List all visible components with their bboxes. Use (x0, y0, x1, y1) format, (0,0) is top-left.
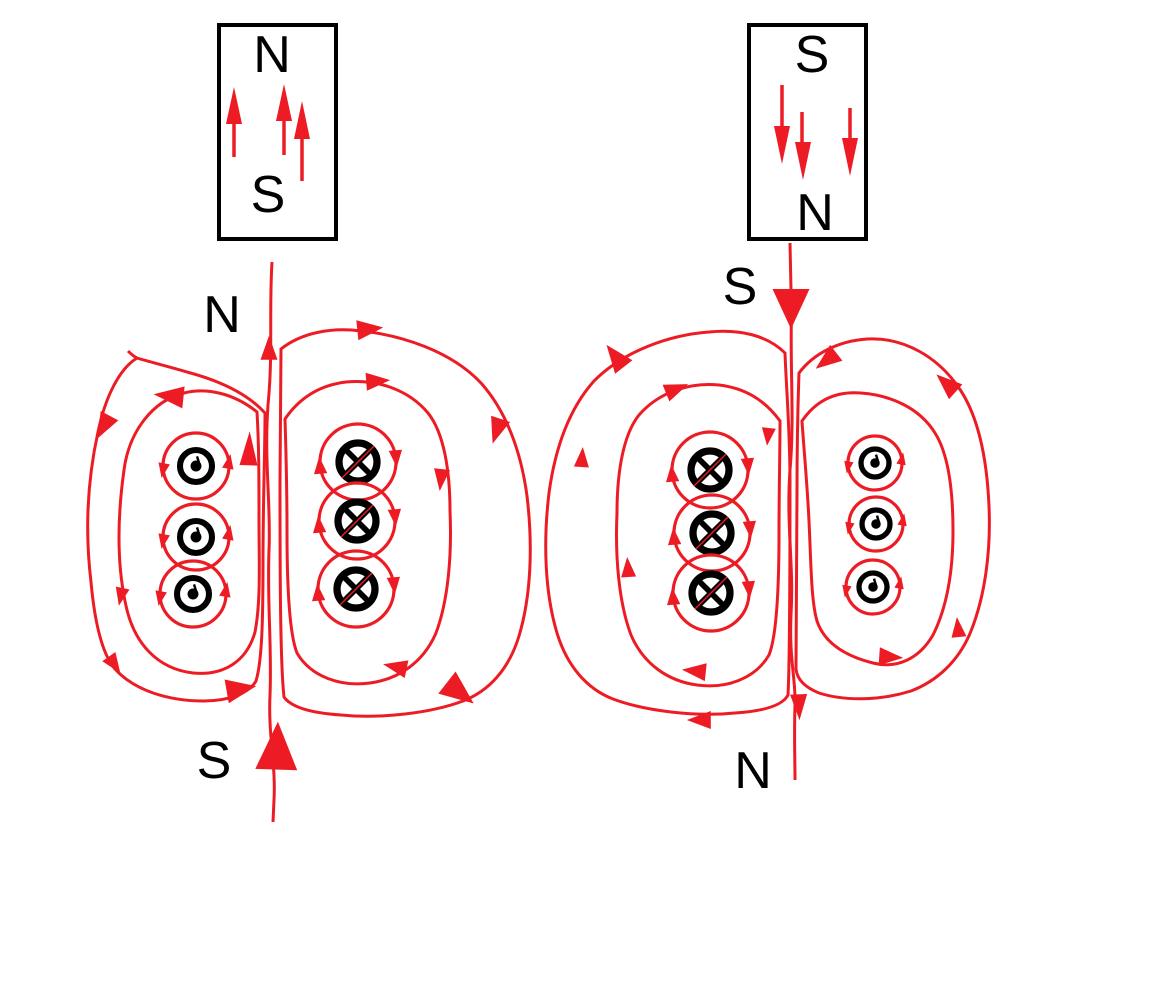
magnet-pole-label-top: N (253, 26, 291, 84)
field-arrowhead (491, 415, 511, 444)
field-arrowhead (222, 454, 234, 470)
axis-field-line (787, 242, 797, 781)
field-arrowhead (741, 580, 755, 599)
field-arrowhead (387, 508, 401, 527)
field-arrowhead (102, 652, 121, 673)
field-arrowhead (681, 663, 707, 682)
field-arrowhead (388, 449, 402, 468)
field-arrowhead (815, 344, 843, 369)
field-arrowhead (312, 583, 326, 602)
inner-left-field-loop (615, 382, 782, 688)
field-arrowhead (894, 576, 904, 590)
field-arrowhead (158, 462, 170, 478)
field-arrowhead (356, 320, 384, 341)
outer-right-field-loop (278, 328, 532, 718)
field-arrowhead (260, 335, 278, 360)
field-arrowhead (790, 694, 808, 721)
field-arrowheads (97, 320, 511, 771)
right-bar-magnet: S N (747, 23, 868, 242)
field-arrowhead (222, 525, 234, 541)
field-arrowhead (219, 582, 231, 598)
inner-right-field-loop (800, 391, 955, 667)
field-arrowhead (896, 452, 906, 466)
field-arrowhead (434, 468, 450, 491)
current-into-page-icon (318, 422, 398, 502)
current-out-of-page-icon (847, 495, 905, 553)
outer-right-field-loop (794, 337, 991, 701)
field-arrowhead (314, 456, 328, 475)
field-arrowheads (573, 289, 967, 729)
current-into-page-icon (317, 481, 397, 561)
field-arrowhead (438, 671, 474, 704)
current-out-of-page-icon (161, 431, 231, 501)
magnet-pole-label-bottom: S (251, 166, 286, 224)
field-lines (544, 242, 991, 781)
field-arrowhead (951, 617, 967, 638)
field-arrowhead (621, 557, 637, 578)
field-arrowhead (772, 289, 810, 329)
field-arrowhead (740, 457, 754, 476)
solenoid-pole-label-bottom: S (197, 732, 232, 790)
magnet-internal-field-arrows-down-icon (774, 85, 858, 180)
field-arrowhead (153, 386, 185, 409)
current-out-of-page-icon (844, 558, 902, 616)
wire-symbols-left-column (155, 431, 234, 629)
magnet-pole-label-bottom: N (796, 184, 834, 242)
wire-symbols-right-column (842, 434, 907, 616)
current-into-page-icon (671, 553, 751, 633)
magnet-body (747, 23, 868, 241)
inner-right-field-loop (283, 379, 452, 686)
right-solenoid-field-diagram: S N (544, 242, 991, 800)
field-arrowhead (844, 460, 854, 474)
field-arrowhead (383, 660, 409, 678)
field-arrowhead (239, 431, 258, 466)
field-arrowhead (155, 590, 167, 606)
wire-symbols-right-column (312, 422, 402, 629)
field-arrowhead (365, 372, 391, 391)
magnet-body (217, 23, 338, 241)
field-arrowhead (668, 527, 682, 546)
field-arrowhead (662, 384, 689, 402)
solenoid-pole-label-top: S (723, 258, 758, 316)
solenoid-pole-label-bottom: N (734, 742, 772, 800)
field-arrowhead (936, 374, 963, 400)
current-into-page-icon (316, 549, 396, 629)
field-lines (86, 261, 532, 823)
field-arrowhead (386, 576, 400, 595)
field-arrowhead (115, 586, 130, 606)
field-arrowhead (897, 513, 907, 527)
left-solenoid-field-diagram: N S (86, 261, 532, 823)
field-arrowhead (606, 344, 633, 374)
left-bar-magnet: N S (217, 23, 338, 241)
field-arrowhead (845, 521, 855, 535)
field-arrowhead (158, 533, 170, 549)
wire-symbols-left-column (666, 430, 756, 633)
field-arrowhead (255, 721, 298, 771)
field-arrowhead (667, 587, 681, 606)
field-arrowhead (573, 447, 589, 468)
magnet-internal-field-arrows-up-icon (226, 84, 310, 181)
field-arrowhead (97, 411, 119, 439)
field-arrowhead (313, 515, 327, 534)
field-arrowhead (878, 647, 904, 666)
field-arrowhead (761, 427, 776, 446)
outer-left-field-loop (544, 329, 792, 716)
field-arrowhead (224, 679, 257, 704)
stroke-tail (126, 349, 138, 360)
field-arrowhead (666, 464, 680, 483)
magnet-pole-label-top: S (795, 26, 830, 84)
current-out-of-page-icon (846, 434, 904, 492)
field-arrowhead (842, 584, 852, 598)
field-arrowhead (742, 520, 756, 539)
solenoid-pole-label-top: N (203, 286, 241, 344)
field-arrowhead (686, 711, 711, 729)
axis-field-line (265, 261, 276, 823)
outer-left-field-loop (86, 356, 267, 703)
